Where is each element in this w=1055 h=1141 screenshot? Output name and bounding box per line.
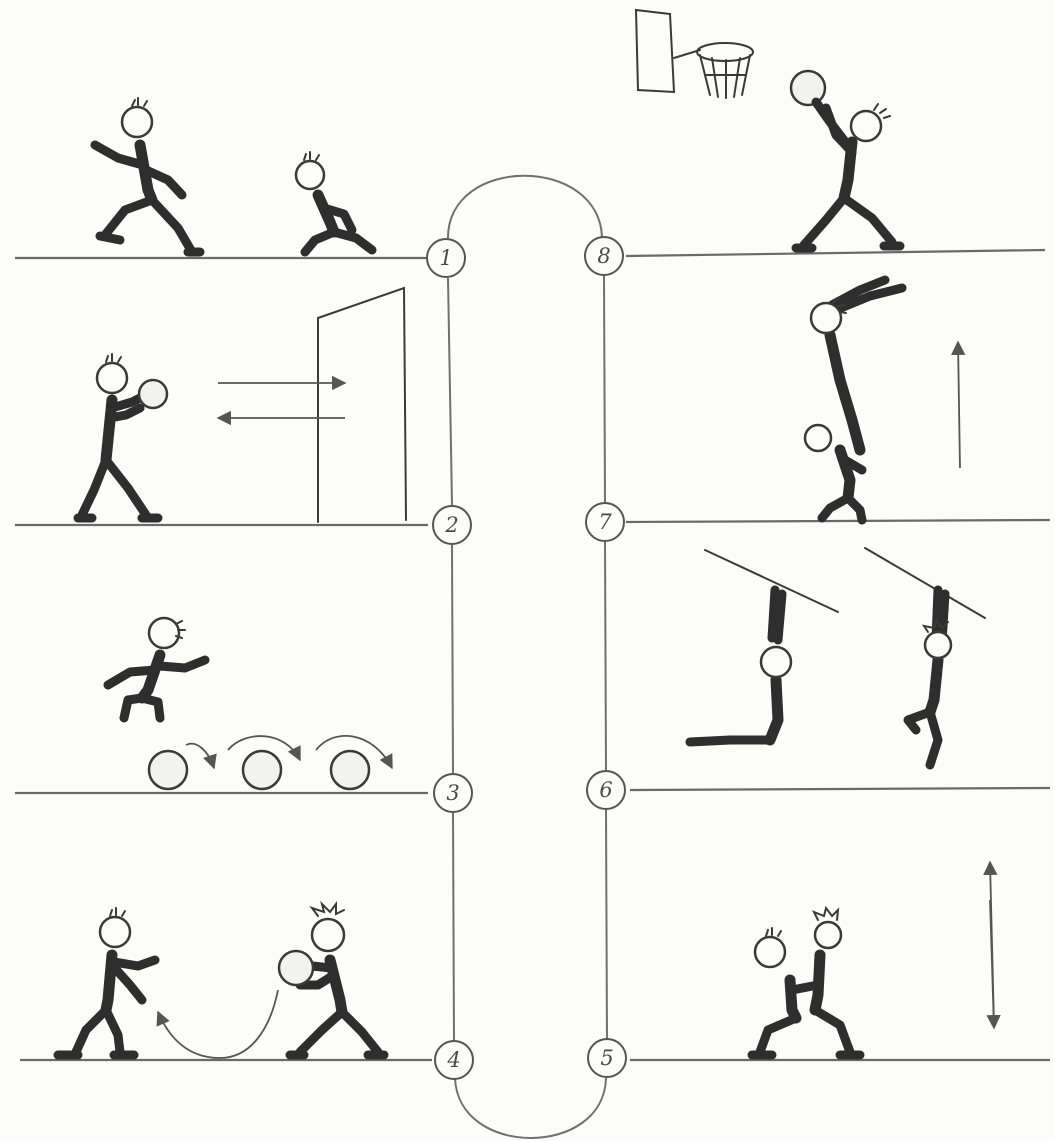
station-number-5: 5 [600,1046,613,1070]
stick-figure-icon [58,908,155,1055]
loop-left-3-4 [453,813,454,1042]
station-number-2: 2 [444,513,458,537]
stick-figure-icon [108,618,205,718]
station-marker: 6 [587,771,625,809]
arrow-icon [958,342,960,468]
wall-target-icon [318,288,406,522]
floor-line-8 [626,250,1045,256]
stick-figure-icon [908,590,951,765]
stick-figure-icon [811,280,902,450]
stick-figure-icon [78,354,158,518]
station-number-6: 6 [599,778,612,802]
loop-right-6-5 [606,810,607,1040]
ball-icon [149,751,187,789]
station-5-illustration [752,862,994,1055]
floor-lines [15,250,1050,1060]
station-number-1: 1 [439,246,452,270]
station-8-illustration [636,10,900,248]
station-7-illustration [805,280,960,520]
loop-right-7-6 [605,542,606,770]
loop-bottom-arc [455,1078,606,1138]
station-marker: 7 [586,503,624,541]
station-marker: 3 [434,774,472,812]
station-number-8: 8 [597,244,610,268]
ball-icon [139,380,167,408]
stick-figure-icon [296,152,372,252]
station-1-illustration [95,98,372,252]
ball-icon [331,751,369,789]
ball-icon [243,751,281,789]
arrow-icon [158,990,278,1058]
arrow-icon [186,744,214,768]
station-marker: 2 [433,506,471,544]
loop-top-arc [448,176,602,238]
circuit-loop [448,176,607,1138]
stick-figure-icon [796,102,900,248]
station-3-illustration [108,618,392,789]
station-6-illustration [690,548,985,765]
floor-line-7 [626,520,1050,522]
stick-figure-icon [752,908,860,1055]
stick-figure-icon [95,98,200,252]
hanging-bar-icon [865,548,985,618]
ball-icon [279,951,313,985]
station-number-7: 7 [598,510,612,534]
loop-left-1-2 [448,278,452,505]
station-marker: 5 [588,1039,626,1077]
station-marker: 1 [427,239,465,277]
station-marker: 4 [435,1041,473,1079]
loop-left-2-3 [452,545,453,773]
basketball-hoop-icon [636,10,753,98]
loop-right-8-7 [604,276,605,502]
station-2-illustration [78,288,406,522]
floor-line-6 [630,788,1050,790]
station-4-illustration [58,904,384,1058]
station-marker: 8 [585,237,623,275]
stick-figure-icon [690,590,791,742]
station-number-3: 3 [446,781,459,805]
station-number-4: 4 [446,1048,460,1072]
